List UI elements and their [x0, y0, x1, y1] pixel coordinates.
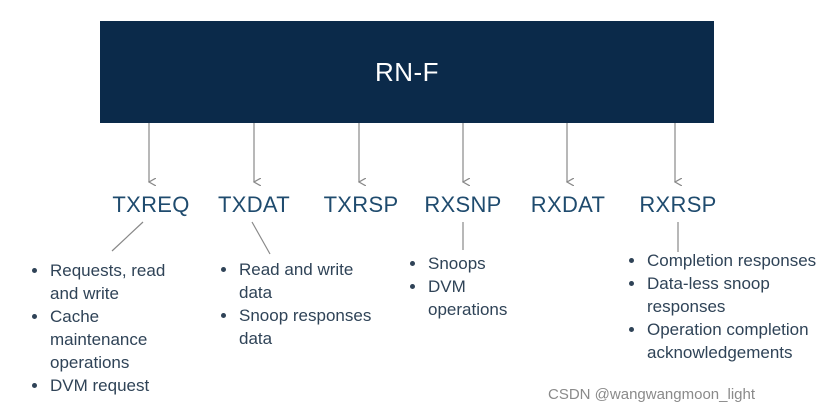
txdat-bullet: Snoop responses data [219, 304, 384, 350]
channel-rxdat: RXDAT [530, 192, 606, 217]
rn-f-node: RN-F [100, 21, 714, 123]
channel-txdat: TXDAT [218, 192, 290, 217]
channel-rxrsp: RXRSP [639, 192, 717, 217]
channel-txrsp: TXRSP [323, 192, 399, 217]
txdat-bullet: Read and write data [219, 258, 384, 304]
rxrsp-bullet: Data-less snoop responses [627, 272, 817, 318]
rxsnp-bullet: Snoops [408, 252, 538, 275]
rxrsp-bullets: Completion responses Data-less snoop res… [627, 249, 817, 364]
txreq-bullet: Cache maintenance operations [30, 305, 190, 374]
node-title: RN-F [374, 56, 440, 87]
rxsnp-bullets: Snoops DVM operations [408, 252, 538, 321]
rxsnp-bullet: DVM operations [408, 275, 538, 321]
txreq-bullet: DVM request [30, 374, 190, 397]
rxrsp-bullet: Operation completion acknowledgements [627, 318, 817, 364]
leader-txreq [111, 221, 144, 252]
txreq-bullet: Requests, read and write [30, 259, 190, 305]
txreq-bullets: Requests, read and write Cache maintenan… [30, 259, 190, 397]
rxrsp-bullet: Completion responses [627, 249, 817, 272]
txdat-bullets: Read and write data Snoop responses data [219, 258, 384, 350]
leader-txdat [251, 221, 271, 255]
channel-txreq: TXREQ [112, 192, 190, 217]
channel-rxsnp: RXSNP [424, 192, 502, 217]
watermark: CSDN @wangwangmoon_light [548, 386, 755, 403]
